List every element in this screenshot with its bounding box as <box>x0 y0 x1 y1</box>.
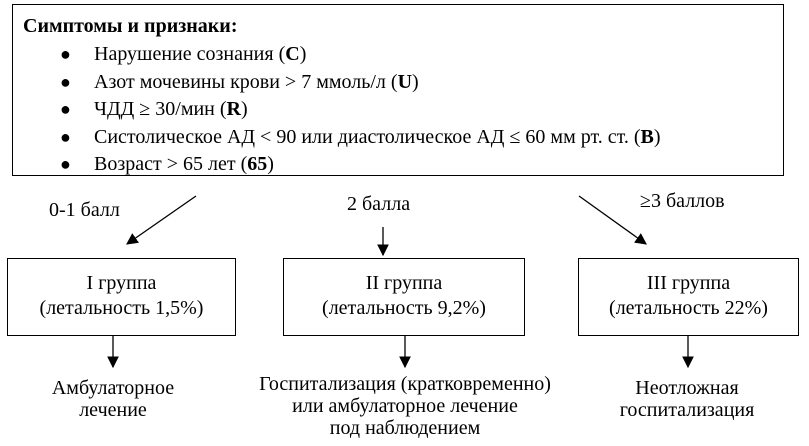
outcome-group-3: Неотложная госпитализация <box>592 377 782 421</box>
symptom-text: Нарушение сознания ( <box>94 43 286 65</box>
score-label-low: 0-1 балл <box>49 199 120 221</box>
group-box-3: III группа (летальность 22%) <box>578 258 799 336</box>
bullet-icon: ● <box>60 71 71 92</box>
score-label-high: ≥3 баллов <box>640 190 725 212</box>
outcome-line: Неотложная <box>635 377 739 399</box>
outcome-line: госпитализация <box>619 399 755 421</box>
group-name: II группа <box>365 272 443 294</box>
symptom-text: Азот мочевины крови > 7 ммоль/л ( <box>94 70 398 93</box>
symptom-suffix: ) <box>412 70 419 93</box>
outcome-line: Госпитализация (кратковременно) <box>259 373 551 395</box>
outcome-line: или амбулаторное лечение <box>292 395 518 417</box>
symptoms-title: Симптомы и признаки: <box>23 15 238 37</box>
group-mortality: (летальность 1,5%) <box>39 297 204 319</box>
symptom-code: С <box>285 43 300 65</box>
score-label-middle: 2 балла <box>347 193 411 215</box>
bullet-icon: ● <box>60 99 71 119</box>
outcome-group-1: Амбулаторное лечение <box>13 377 213 421</box>
bullet-icon: ● <box>60 154 71 174</box>
group-mortality: (летальность 22%) <box>609 297 768 319</box>
symptom-code: 65 <box>247 153 268 175</box>
group-box-2: II группа (летальность 9,2%) <box>283 258 525 336</box>
bullet-icon: ● <box>60 44 71 64</box>
symptoms-box: Симптомы и признаки: ● Нарушение сознани… <box>12 4 784 176</box>
outcome-line: лечение <box>79 399 147 421</box>
outcome-group-2: Госпитализация (кратковременно) или амбу… <box>215 373 595 439</box>
outcome-line: под наблюдением <box>329 417 481 439</box>
symptom-suffix: ) <box>267 153 274 175</box>
arrow-to-group-1 <box>126 195 197 245</box>
symptom-code: U <box>397 70 413 93</box>
group-mortality: (летальность 9,2%) <box>322 297 486 319</box>
arrow-to-group-3 <box>578 195 647 245</box>
bullet-icon: ● <box>60 126 71 147</box>
symptom-text: Возраст > 65 лет ( <box>94 153 248 175</box>
group-name: I группа <box>86 272 157 294</box>
symptom-code: R <box>226 98 241 120</box>
group-name: III группа <box>646 272 731 294</box>
symptom-suffix: ) <box>241 98 248 120</box>
symptom-code: B <box>640 125 654 148</box>
symptom-suffix: ) <box>653 125 661 148</box>
symptom-text: ЧДД ≥ 30/мин ( <box>94 98 227 120</box>
group-box-1: I группа (летальность 1,5%) <box>7 258 236 336</box>
outcome-line: Амбулаторное <box>51 377 175 399</box>
symptom-suffix: ) <box>299 43 307 65</box>
symptom-text: Систолическое АД < 90 или диастолическое… <box>94 125 641 148</box>
